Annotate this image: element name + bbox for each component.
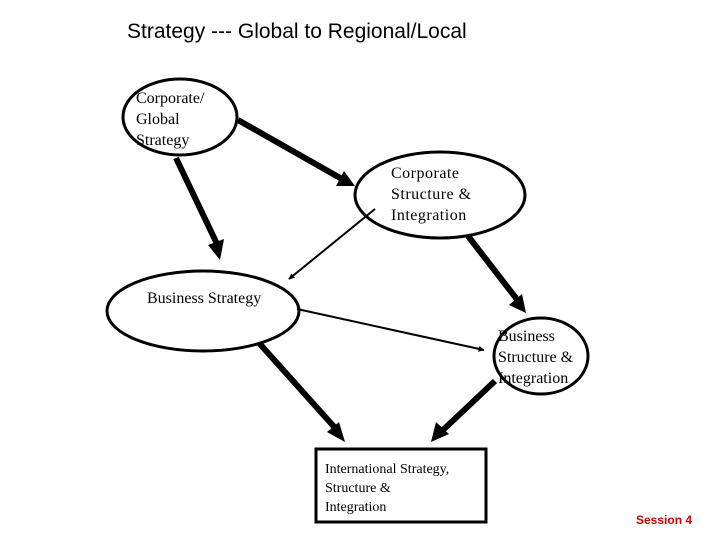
arrow-corporate-global-to-corporate-structure: [236, 117, 351, 186]
session-label: Session 4: [636, 513, 693, 527]
business-strategy-label: Business Strategy: [147, 290, 262, 307]
international-label: International Strategy, Structure & Inte…: [325, 462, 450, 515]
arrow-head: [509, 294, 526, 313]
arrow-head: [431, 422, 449, 442]
arrow-head: [336, 171, 355, 186]
arrow-business-strategy-to-business-structure: [296, 308, 485, 352]
corporate-structure-node: [353, 150, 527, 240]
business-structure-node: [492, 316, 590, 396]
arrow-business-strategy-to-international: [256, 340, 340, 433]
arrow-head: [208, 239, 224, 260]
corporate-structure-label: Corporate Structure & Integration: [391, 165, 472, 224]
corporate-global-strategy-label: Corporate/ Global Strategy: [136, 90, 205, 149]
arrow-corporate-structure-to-business-strategy: [288, 208, 376, 280]
arrow-corporate-global-to-business-strategy: [173, 156, 221, 248]
corporate-global-strategy-node: [121, 77, 239, 157]
international-node: [314, 447, 488, 524]
arrow-business-structure-to-international: [440, 378, 498, 433]
business-structure-label: Business Structure & Integration: [498, 328, 574, 387]
arrow-head: [327, 422, 345, 442]
business-strategy-node: [105, 269, 301, 353]
page-title: Strategy --- Global to Regional/Local: [127, 20, 467, 43]
arrow-corporate-structure-to-business-structure: [465, 234, 522, 304]
